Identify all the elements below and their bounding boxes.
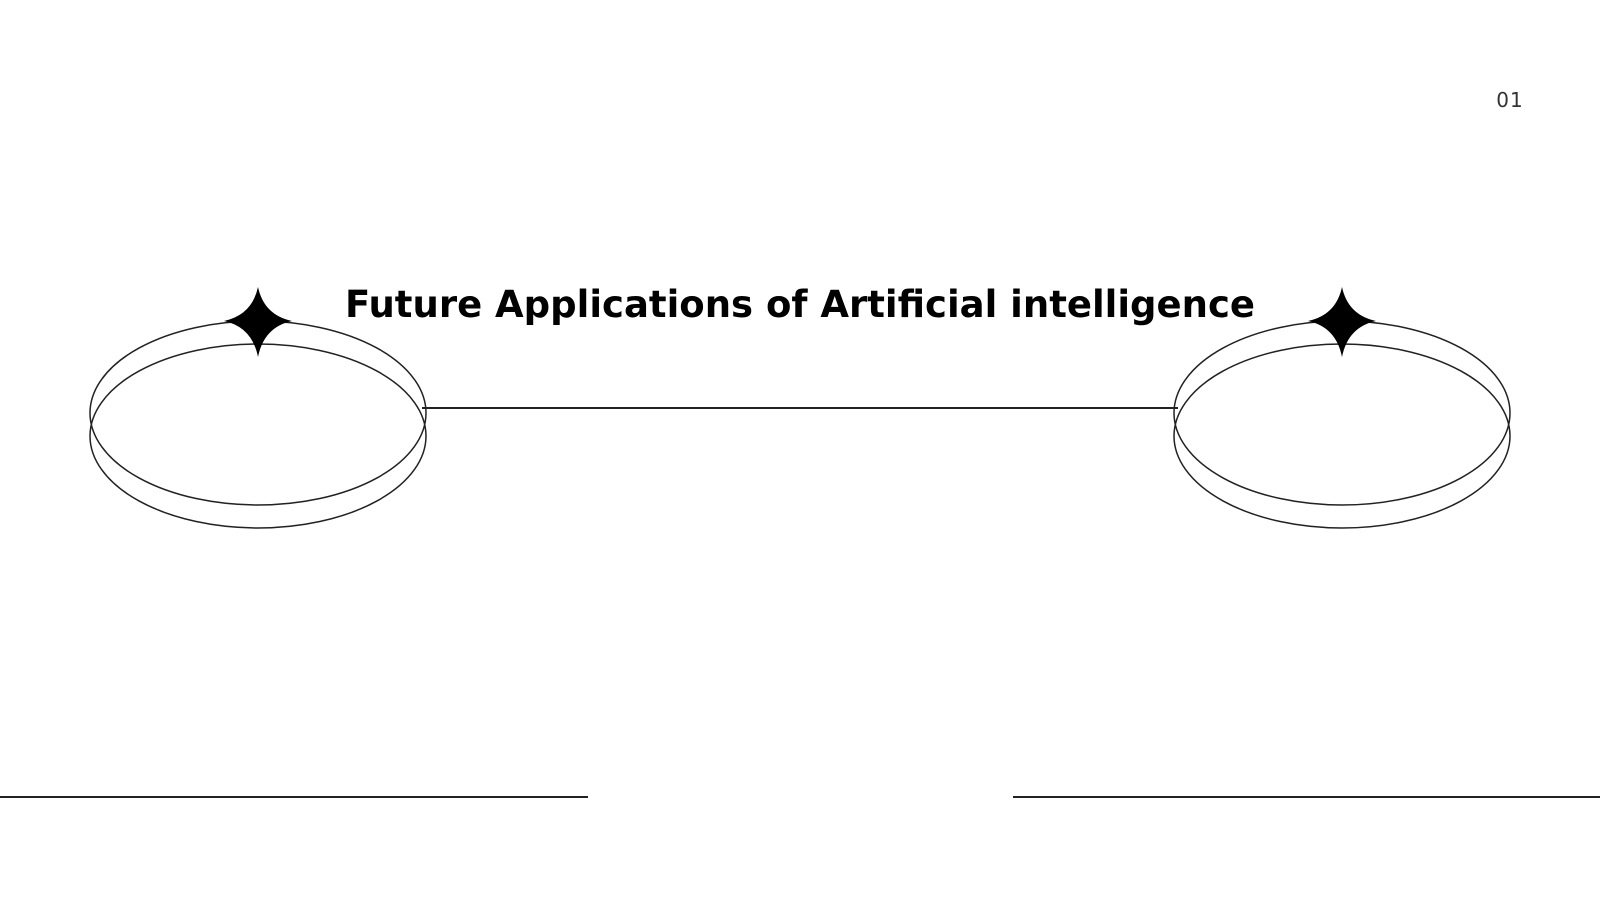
slide-title: Future Applications of Artificial intell…	[345, 283, 1255, 326]
sparkle-star-icon	[224, 287, 292, 357]
sparkle-star-icon	[1308, 287, 1376, 357]
page-number: 01	[1496, 88, 1524, 112]
